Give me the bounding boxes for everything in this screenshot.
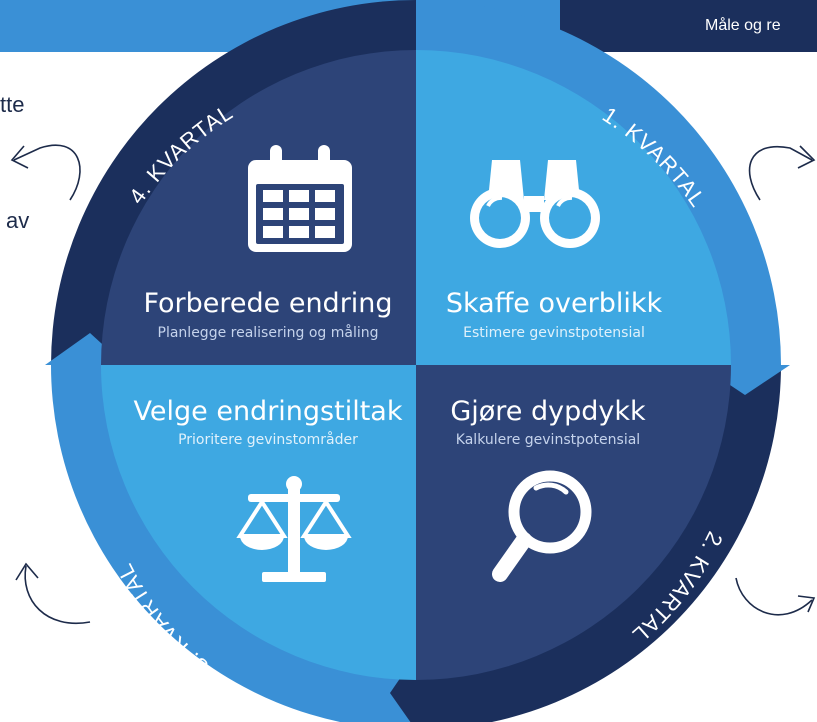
scales-icon (236, 476, 352, 582)
binoculars-icon (470, 160, 600, 248)
curved-arrow-right-top (748, 145, 813, 201)
outer-ring (51, 0, 781, 722)
quadrant-q3 (101, 365, 416, 680)
side-text-mid: av (6, 208, 30, 233)
ring-segment-q3 (51, 365, 416, 722)
quadrant-subtitle-q3: Prioritere gevinstområder (178, 431, 358, 448)
ring-segment-q2 (416, 365, 781, 722)
quadrant-title-q3: Velge endringstiltak (134, 396, 403, 427)
quadrant-subtitle-q4: Planlegge realisering og måling (158, 324, 379, 341)
curved-arrow-left-top-head (10, 145, 29, 169)
quadrant-title-q2: Gjøre dypdykk (450, 396, 646, 427)
curved-arrow-right-top-head (797, 145, 816, 169)
quadrant-title-q1: Skaffe overblikk (446, 288, 663, 319)
quadrant-subtitle-q2: Kalkulere gevinstpotensial (456, 432, 640, 448)
side-text-top: tte (0, 92, 25, 117)
quadrant-subtitle-q1: Estimere gevinstpotensial (463, 325, 645, 341)
side-arrows (10, 144, 816, 625)
curved-arrow-left-bottom-head (15, 562, 39, 581)
curved-arrow-left-bottom (24, 565, 91, 625)
quadrant-title-q4: Forberede endring (143, 288, 392, 319)
curved-arrow-right-bottom (735, 577, 813, 616)
curved-arrow-right-bottom-head (797, 595, 816, 613)
curved-arrow-left-top (13, 144, 81, 201)
magnifier-icon (492, 470, 592, 582)
ring-segment-q1 (416, 0, 781, 365)
top-banner-dark-segment (560, 0, 817, 52)
quadrant-q2 (416, 365, 731, 680)
calendar-icon (248, 145, 352, 252)
ring-segment-q4 (51, 0, 416, 365)
banner-label: Måle og re (705, 17, 781, 34)
